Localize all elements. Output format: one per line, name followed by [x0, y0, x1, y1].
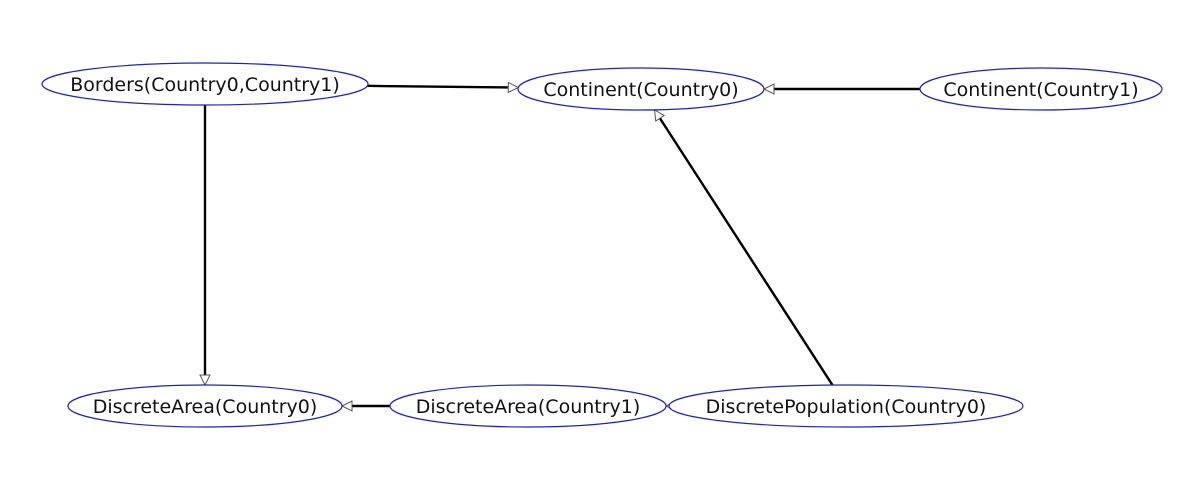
node-label: DiscreteArea(Country0): [93, 396, 318, 418]
node-area1[interactable]: DiscreteArea(Country1): [389, 384, 667, 428]
node-label: DiscreteArea(Country1): [416, 396, 641, 418]
node-pop0[interactable]: DiscretePopulation(Country0): [668, 384, 1024, 428]
edges-layer: [199, 81, 920, 412]
arrowhead-icon: [199, 374, 211, 387]
node-label: Borders(Country0,Country1): [70, 74, 340, 96]
edge-borders-continent0: [367, 84, 510, 89]
node-continent0[interactable]: Continent(Country0): [517, 67, 765, 111]
arrowhead-icon: [762, 83, 775, 95]
node-label: DiscretePopulation(Country0): [706, 396, 987, 418]
node-borders[interactable]: Borders(Country0,Country1): [41, 62, 369, 106]
arrowhead-icon: [340, 400, 353, 412]
arrowhead-icon: [653, 108, 666, 122]
node-continent1[interactable]: Continent(Country1): [919, 67, 1163, 111]
node-label: Continent(Country1): [943, 79, 1138, 101]
node-area0[interactable]: DiscreteArea(Country0): [67, 384, 343, 428]
arrowhead-icon: [507, 81, 520, 94]
edge-pop0-continent0: [658, 116, 834, 386]
nodes-layer: Borders(Country0,Country1) Continent(Cou…: [41, 62, 1163, 428]
node-label: Continent(Country0): [543, 79, 738, 101]
